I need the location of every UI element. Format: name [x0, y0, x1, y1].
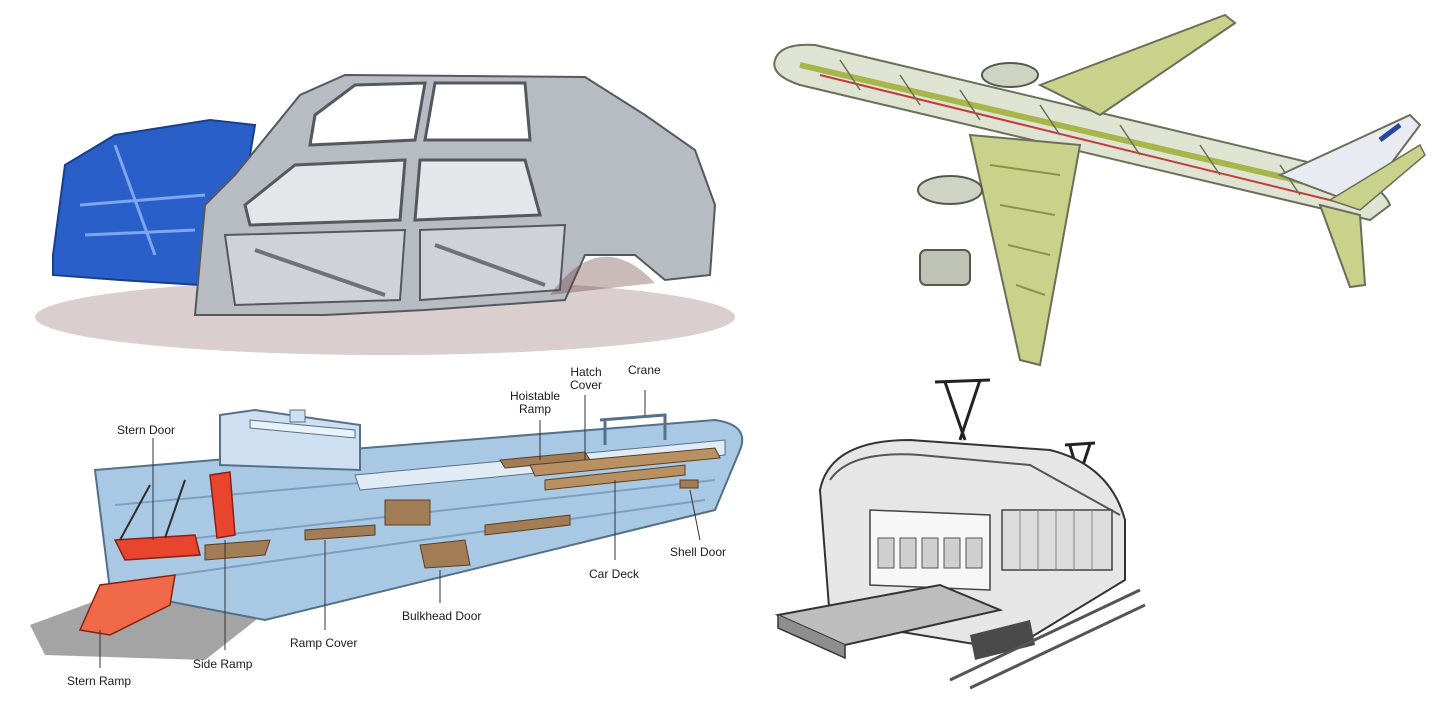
train-graphic: [774, 378, 1146, 690]
ship-shell-door: [679, 479, 699, 489]
ship-stern-door: [113, 534, 201, 561]
ship-hatch-cover: [529, 447, 721, 477]
ship-side-ramp: [209, 471, 236, 539]
label-stern-ramp: Stern Ramp: [67, 674, 132, 688]
train-bogie: [970, 620, 1035, 660]
roro-ship-cutaway-diagram: Stern Door Hoistable Ramp Hatch Cover Cr…: [25, 360, 755, 700]
label-ramp-cover: Ramp Cover: [290, 636, 358, 650]
train-car-cutaway-illustration: [770, 370, 1150, 690]
label-hatch-cover-line2: Cover: [570, 378, 603, 392]
label-stern-door: Stern Door: [117, 423, 176, 437]
car-body-frame-illustration: [25, 55, 735, 355]
label-side-ramp: Side Ramp: [193, 657, 253, 671]
ship-crane: [599, 413, 667, 445]
train-floor-platform: [774, 583, 1004, 647]
airplane-horizontal-stabilizer: [1318, 203, 1367, 289]
ship-stern-ramp: [78, 574, 176, 636]
label-crane: Crane: [628, 363, 661, 377]
label-hatch-cover-line1: Hatch: [570, 365, 602, 379]
ship-bulkhead-door: [419, 539, 471, 569]
label-shell-door: Shell Door: [670, 545, 727, 559]
label-bulkhead-door: Bulkhead Door: [402, 609, 482, 623]
ship-ramp-cover: [304, 524, 376, 541]
ship-graphic: [30, 390, 744, 668]
airplane-lower-engine: [917, 175, 983, 205]
car-frame-graphic: [35, 73, 735, 355]
train-side-windows: [1001, 509, 1113, 571]
airplane-cutaway-illustration: [760, 5, 1435, 370]
train-rails: [949, 588, 1146, 690]
airplane-detached-engine: [919, 249, 971, 286]
train-seats: [877, 537, 983, 569]
label-hoistable-ramp-line1: Hoistable: [510, 389, 561, 403]
label-hoistable-ramp-line2: Ramp: [519, 402, 552, 416]
airplane-graphic: [773, 13, 1426, 367]
airplane-upper-engine: [981, 62, 1039, 88]
ship-cargo-block: [384, 499, 431, 526]
label-hatch-cover: Hatch Cover: [570, 366, 602, 392]
ship-leader-lines: [99, 390, 701, 668]
airplane-upper-wing: [1037, 13, 1237, 117]
label-hoistable-ramp: Hoistable Ramp: [510, 390, 560, 416]
train-pantograph-front: [934, 378, 991, 441]
label-car-deck: Car Deck: [589, 567, 640, 581]
